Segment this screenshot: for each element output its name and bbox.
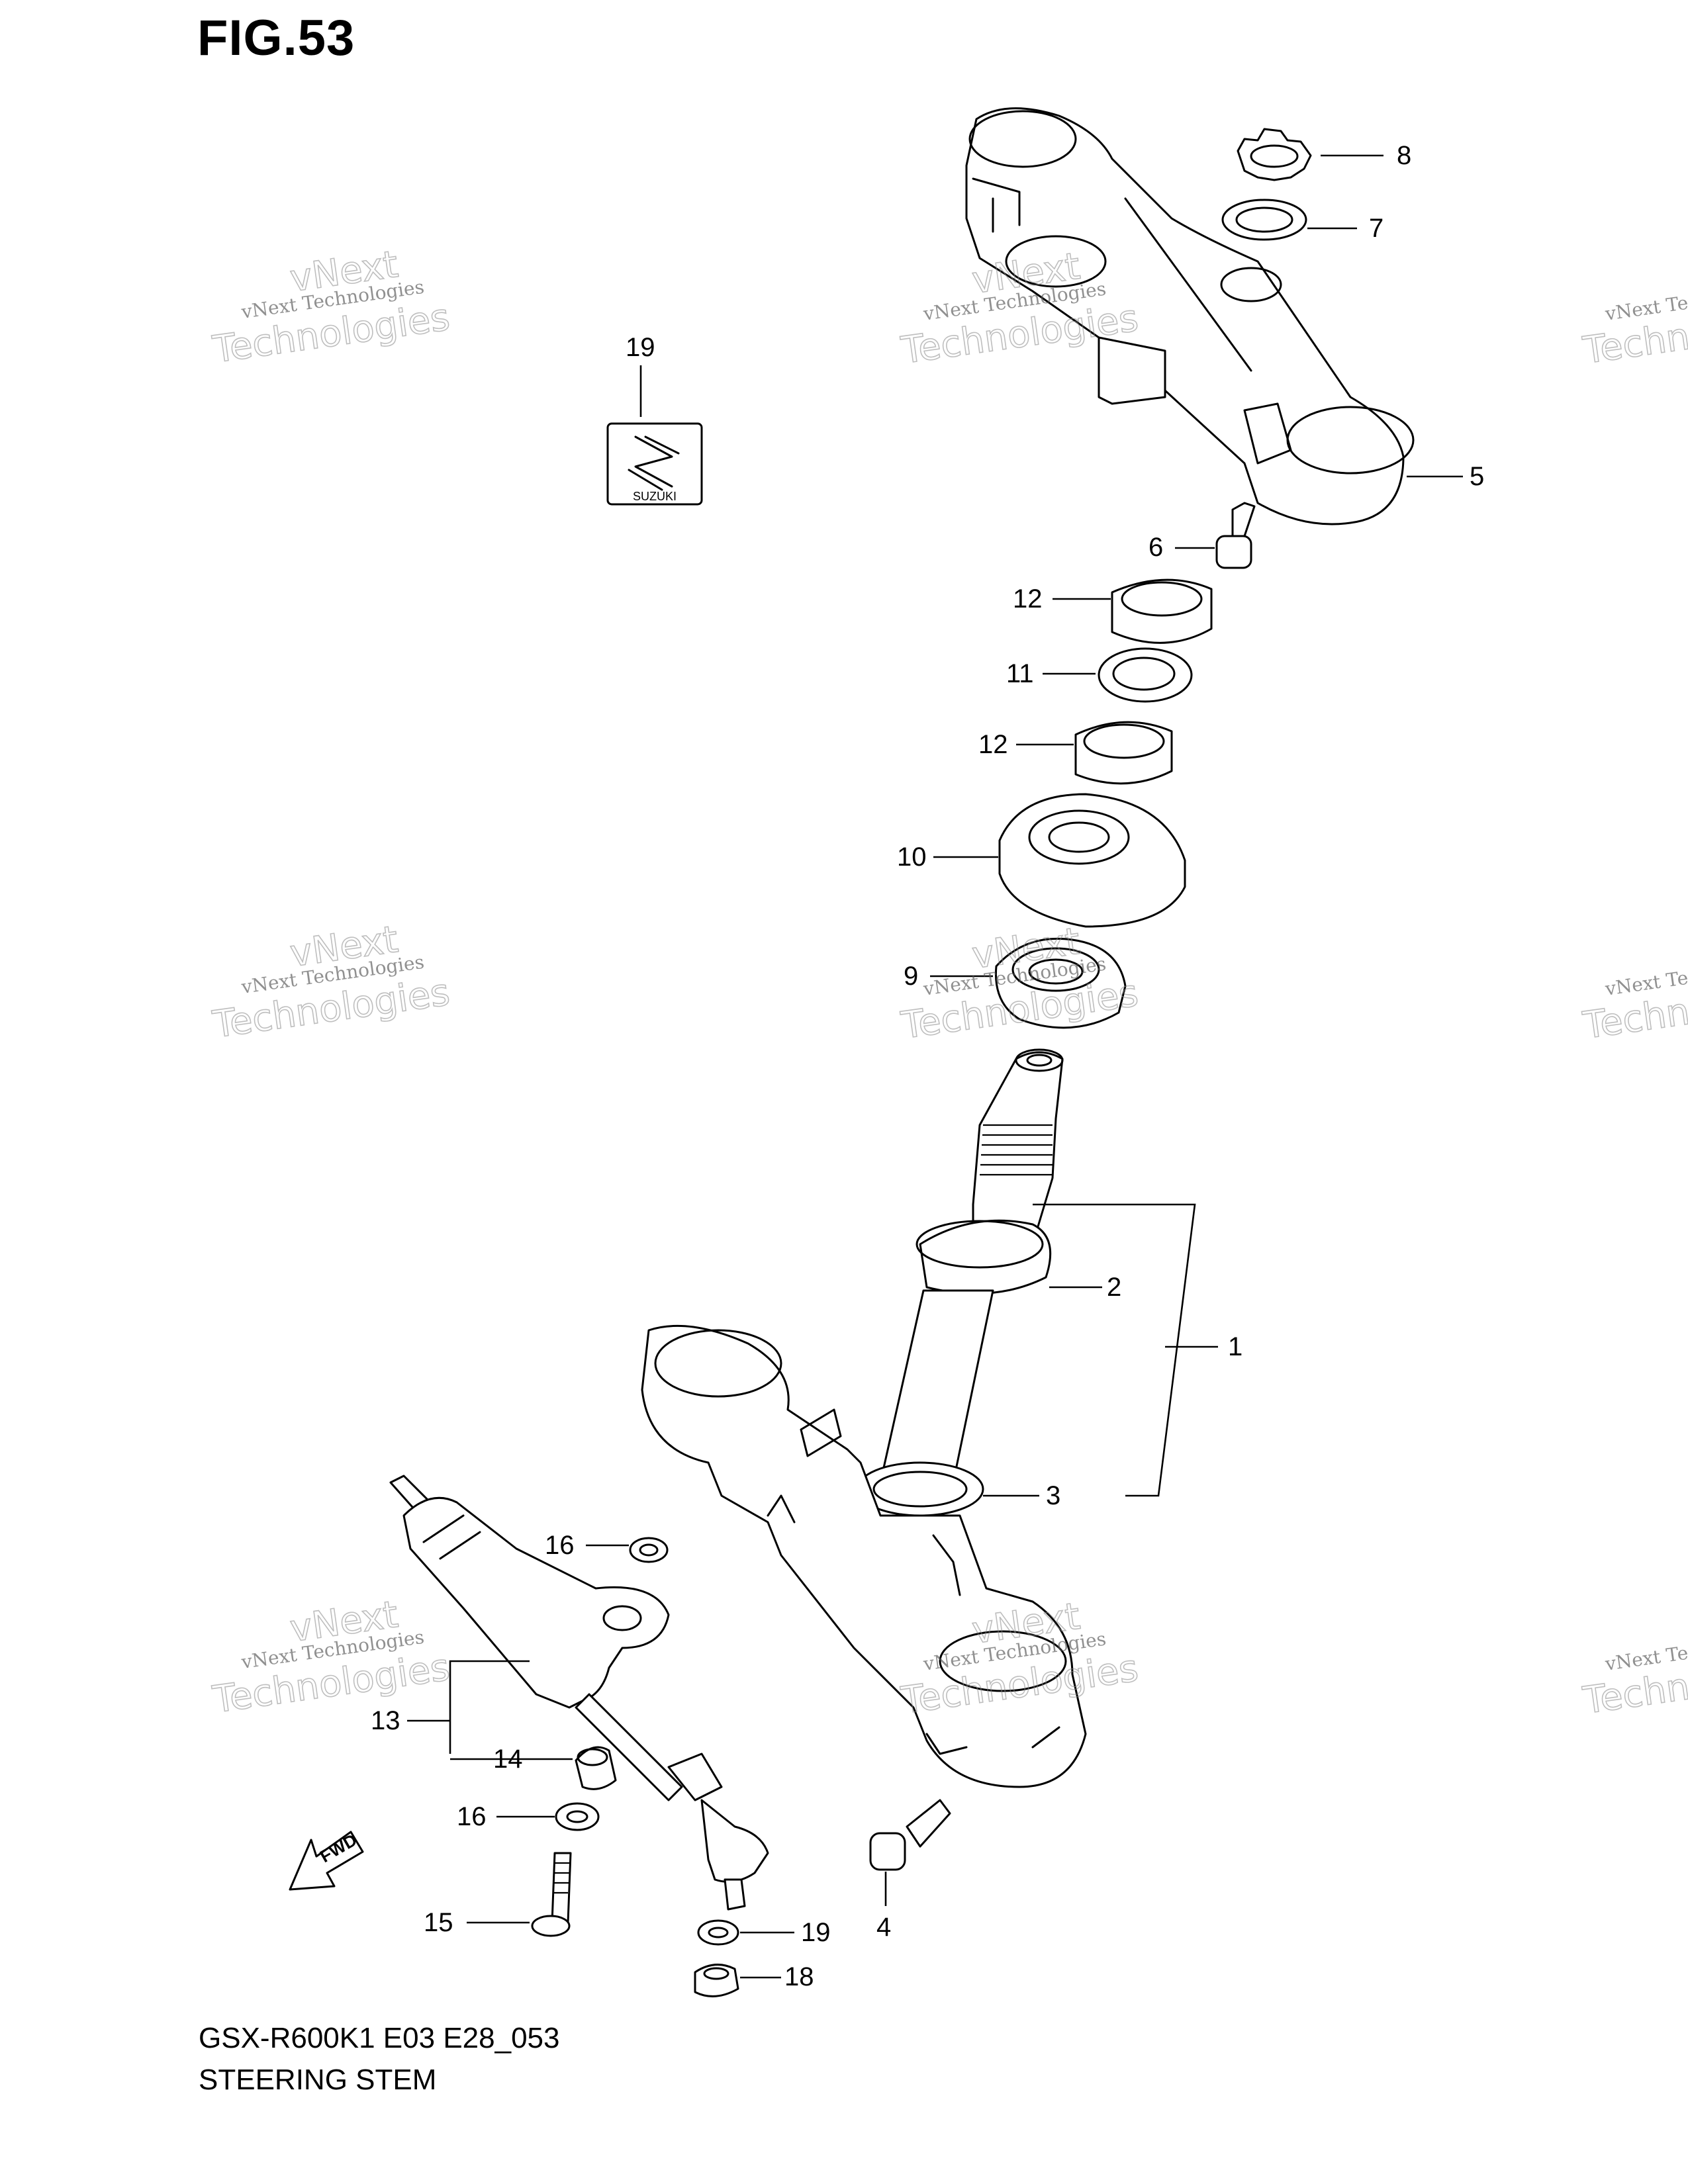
part-locknut-12-upper: [1111, 578, 1213, 644]
callout-3: 3: [1046, 1481, 1060, 1510]
part-nut-17: [694, 1964, 739, 1997]
callout-2: 2: [1107, 1273, 1121, 1302]
callout-16-lower: 16: [457, 1802, 487, 1831]
callout-12-upper: 12: [1013, 584, 1043, 614]
figure-title: FIG.53: [197, 10, 355, 66]
part-washer-7: [1221, 199, 1307, 241]
part-emblem-19: SUZUKI: [606, 422, 703, 506]
model-code: GSX-R600K1 E03 E28_053: [199, 2022, 560, 2054]
part-bearing-9: [994, 937, 1127, 1029]
callout-5: 5: [1470, 462, 1484, 491]
part-nut-8: [1237, 128, 1312, 181]
part-seal-cover-10: [998, 793, 1186, 928]
callout-1: 1: [1228, 1332, 1243, 1361]
callout-6: 6: [1149, 533, 1163, 562]
part-washer-16-lower: [555, 1802, 600, 1831]
part-bush-14: [575, 1746, 617, 1790]
part-washer-16-upper: [629, 1537, 669, 1563]
callout-19: 19: [626, 333, 655, 362]
callout-18: 19: [801, 1918, 831, 1947]
callout-7: 7: [1369, 214, 1383, 243]
callout-4: 4: [876, 1913, 891, 1942]
part-bolt-15: [531, 1852, 572, 1937]
callout-10: 10: [897, 842, 927, 872]
part-steering-damper: [389, 1475, 769, 1911]
part-locknut-12-lower: [1074, 721, 1173, 785]
part-bolt-6: [1215, 502, 1256, 569]
callout-11: 11: [1006, 659, 1034, 688]
callout-8: 8: [1397, 141, 1411, 170]
callout-13: 13: [371, 1706, 400, 1735]
callout-15: 15: [424, 1908, 453, 1937]
part-bolt-4: [869, 1799, 951, 1871]
fwd-arrow: FWD: [289, 1830, 364, 1891]
callout-12-lower: 12: [978, 730, 1008, 759]
part-upper-bracket: [965, 107, 1415, 525]
part-washer-11: [1098, 647, 1193, 703]
callout-14: 14: [493, 1745, 523, 1774]
callout-17: 18: [784, 1962, 814, 1991]
diagram-name: STEERING STEM: [199, 2064, 437, 2096]
callout-9: 9: [904, 962, 918, 991]
part-steering-stem: [641, 1048, 1087, 1788]
suzuki-badge-text: SUZUKI: [633, 490, 677, 503]
part-washer-18: [697, 1919, 739, 1946]
callout-16-upper: 16: [545, 1531, 575, 1560]
